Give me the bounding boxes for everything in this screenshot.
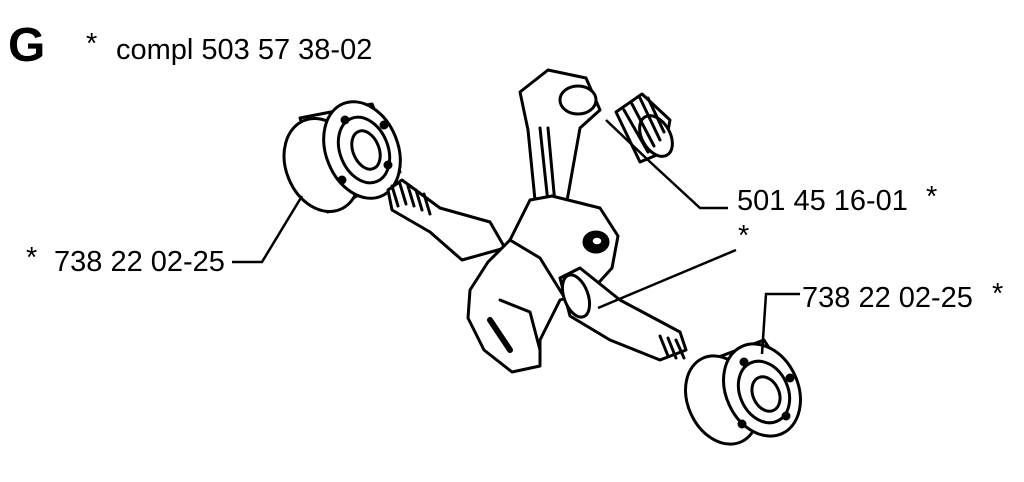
leader-left-bearing	[232, 195, 304, 264]
leader-lines	[232, 119, 800, 355]
group-title: compl 503 57 38-02	[116, 34, 373, 66]
left-shaft	[386, 178, 507, 262]
leader-right-bearing	[760, 292, 800, 355]
right-ball-bearing	[684, 338, 802, 446]
left-ball-bearing	[282, 100, 402, 214]
needle-bearing-part-number: 501 45 16-01	[737, 185, 908, 217]
left-bearing-part-number: 738 22 02-25	[54, 246, 225, 278]
leader-needle-bearing	[605, 119, 728, 210]
needle-bearing	[614, 92, 674, 164]
crank-pin-marker: *	[738, 220, 750, 252]
needle-bearing-marker: *	[926, 181, 938, 213]
group-marker: *	[86, 28, 98, 60]
right-bearing-marker: *	[992, 278, 1004, 310]
crank-webs	[466, 194, 620, 374]
left-bearing-marker: *	[26, 242, 38, 274]
right-shaft	[558, 266, 688, 362]
right-bearing-part-number: 738 22 02-25	[802, 282, 973, 314]
leader-crank-pin	[597, 248, 737, 310]
group-letter: G	[8, 19, 46, 72]
